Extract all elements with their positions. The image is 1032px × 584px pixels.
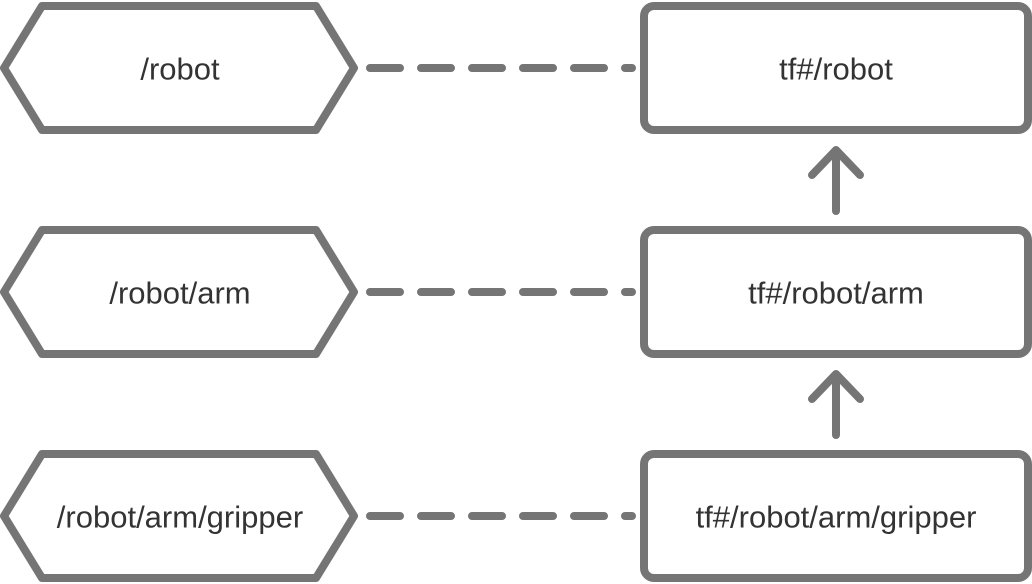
frame-box-arm xyxy=(640,226,1032,358)
entity-row-robot: /robot tf#/robot xyxy=(0,2,1032,134)
frame-label-gripper: tf#/robot/arm/gripper xyxy=(696,500,977,535)
frame-box-robot xyxy=(640,2,1032,134)
arrow-head-gripper-to-arm xyxy=(808,370,864,403)
entity-label-arm: /robot/arm xyxy=(109,276,250,311)
entity-label-robot: /robot xyxy=(140,52,220,87)
frame-label-arm: tf#/robot/arm xyxy=(748,276,924,311)
parent-arrow-gripper-to-arm xyxy=(808,370,864,439)
frame-box-gripper xyxy=(640,450,1032,582)
entity-row-gripper: /robot/arm/gripper tf#/robot/arm/gripper xyxy=(0,450,1032,582)
entity-hexagon-gripper xyxy=(0,450,358,582)
arrow-head-arm-to-robot xyxy=(808,146,864,179)
entity-row-arm: /robot/arm tf#/robot/arm xyxy=(0,226,1032,358)
frame-label-robot: tf#/robot xyxy=(779,52,893,87)
entity-label-gripper: /robot/arm/gripper xyxy=(57,500,303,535)
entity-hexagon-arm xyxy=(0,226,358,358)
entity-hexagon-robot xyxy=(0,2,358,134)
parent-arrow-arm-to-robot xyxy=(808,146,864,215)
